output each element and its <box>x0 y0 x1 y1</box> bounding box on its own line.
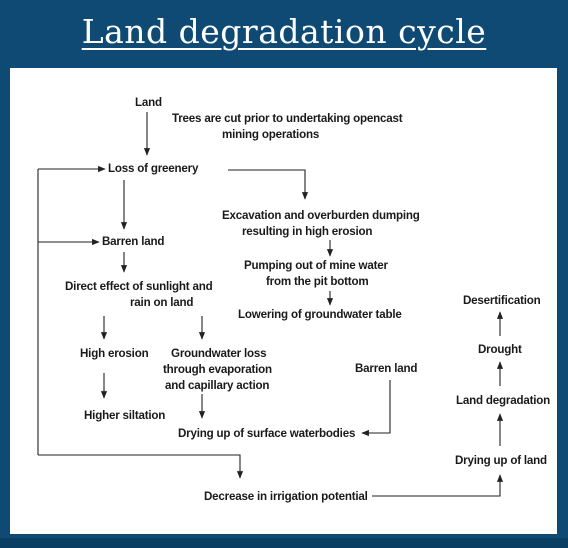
node-land: Land <box>135 96 162 109</box>
node-barren-land-right: Barren land <box>355 362 417 375</box>
note-trees-cut-2: mining operations <box>222 128 319 141</box>
node-drought: Drought <box>478 343 522 356</box>
node-pumping-2: from the pit bottom <box>266 275 368 288</box>
node-groundwater-loss-3: and capillary action <box>165 379 269 392</box>
arrow-decrease-to-drying-land <box>372 474 504 497</box>
node-decrease-irrigation: Decrease in irrigation potential <box>204 490 368 503</box>
node-drying-land: Drying up of land <box>455 454 547 467</box>
node-direct-effect-1: Direct effect of sunlight and <box>65 280 213 293</box>
arrow-loss-to-excavation <box>228 169 309 200</box>
bottom-rule <box>0 538 568 548</box>
node-lowering-groundwater: Lowering of groundwater table <box>238 308 402 321</box>
title-bar: Land degradation cycle <box>0 0 568 62</box>
node-high-erosion: High erosion <box>80 347 149 360</box>
node-groundwater-loss-1: Groundwater loss <box>171 347 266 360</box>
node-drying-surface: Drying up of surface waterbodies <box>178 427 355 440</box>
node-land-degradation: Land degradation <box>456 394 550 407</box>
diagram-panel <box>10 68 557 534</box>
node-barren-land-left: Barren land <box>102 235 164 248</box>
node-excavation-2: resulting in high erosion <box>242 225 372 238</box>
node-groundwater-loss-2: through evaporation <box>163 363 272 376</box>
node-loss-of-greenery: Loss of greenery <box>108 162 199 175</box>
arrow-loop-to-decrease <box>38 454 244 479</box>
node-desertification: Desertification <box>463 294 541 307</box>
node-excavation-1: Excavation and overburden dumping <box>222 209 420 222</box>
arrow-barren-right-to-drying <box>361 380 391 437</box>
node-pumping-1: Pumping out of mine water <box>244 259 388 272</box>
node-higher-siltation: Higher siltation <box>84 409 165 422</box>
note-trees-cut-1: Trees are cut prior to undertaking openc… <box>172 112 403 125</box>
node-direct-effect-2: rain on land <box>130 296 193 309</box>
page-title: Land degradation cycle <box>81 11 487 51</box>
